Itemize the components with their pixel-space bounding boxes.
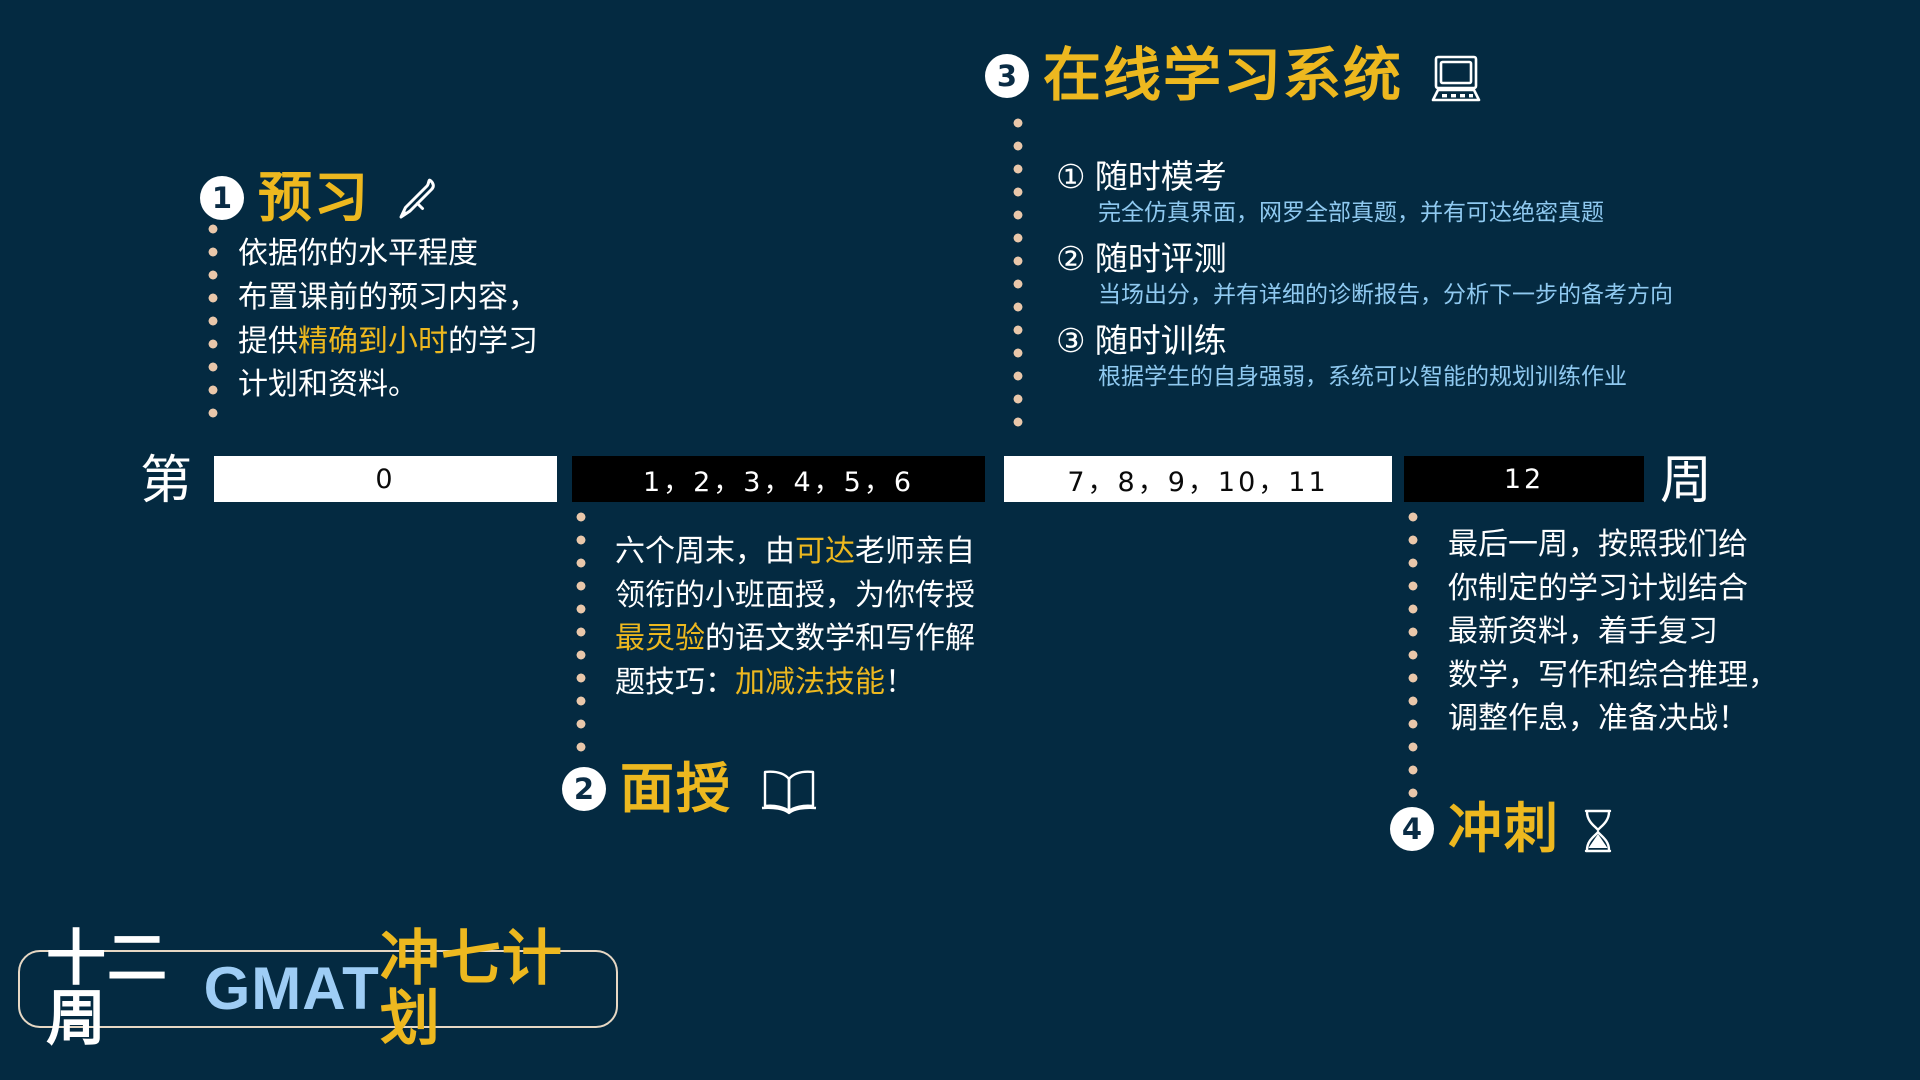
section-4-header: 4 冲刺 bbox=[1390, 800, 1620, 858]
section-4-line-4: 数学，写作和综合推理， bbox=[1448, 658, 1778, 692]
section-4-line-1: 最后一周，按照我们给 bbox=[1448, 528, 1748, 561]
section-2-title: 面授 bbox=[620, 759, 732, 819]
sub-item-3: ③ 随时训练 根据学生的自身强弱，系统可以智能的规划训练作业 bbox=[1056, 320, 1673, 392]
section-2-line-4: 题技巧：加减法技能！ bbox=[615, 665, 915, 699]
timeline-cell-3[interactable]: 12 bbox=[1404, 456, 1644, 502]
timeline-cell-2[interactable]: 7，8，9，10，11 bbox=[1004, 456, 1392, 502]
section-2-number: 2 bbox=[562, 767, 606, 811]
timeline-cell-0[interactable]: 0 bbox=[214, 456, 557, 502]
laptop-icon bbox=[1425, 52, 1487, 106]
section-1-line-4: 计划和资料。 bbox=[238, 368, 418, 402]
banner-part-3: 冲七计划 bbox=[379, 925, 563, 1052]
section-2-rail bbox=[576, 512, 586, 762]
sub-item-3-title: ③ 随时训练 bbox=[1056, 320, 1673, 362]
sub-item-2-title: ② 随时评测 bbox=[1056, 238, 1673, 280]
section-1-line-3: 提供精确到小时的学习 bbox=[238, 324, 538, 358]
sub-item-1-desc: 完全仿真界面，网罗全部真题，并有可达绝密真题 bbox=[1098, 199, 1604, 226]
section-2-body: 六个周末，由可达老师亲自 领衔的小班面授，为你传授 最灵验的语文数学和写作解 题… bbox=[615, 530, 975, 704]
sub-item-3-desc: 根据学生的自身强弱，系统可以智能的规划训练作业 bbox=[1098, 363, 1627, 390]
banner-part-2: GMAT bbox=[203, 955, 380, 1022]
open-book-icon bbox=[758, 766, 820, 818]
timeline-prefix: 第 bbox=[140, 452, 193, 510]
sub-item-2-desc: 当场出分，并有详细的诊断报告，分析下一步的备考方向 bbox=[1098, 281, 1673, 308]
section-1-body: 依据你的水平程度 布置课前的预习内容， 提供精确到小时的学习 计划和资料。 bbox=[238, 232, 538, 407]
section-4-number: 4 bbox=[1390, 807, 1434, 851]
sub-item-1-name: 随时模考 bbox=[1094, 158, 1227, 195]
sub-item-1: ① 随时模考 完全仿真界面，网罗全部真题，并有可达绝密真题 bbox=[1056, 156, 1673, 228]
section-1-number: 1 bbox=[200, 176, 244, 220]
section-1-line-2: 布置课前的预习内容， bbox=[238, 280, 538, 314]
timeline-cell-1[interactable]: 1，2，3，4，5，6 bbox=[572, 456, 985, 502]
section-4-rail bbox=[1408, 512, 1418, 807]
hourglass-icon bbox=[1576, 804, 1620, 858]
sub-item-2-name: 随时评测 bbox=[1094, 240, 1227, 278]
section-2-header: 2 面授 bbox=[562, 760, 820, 818]
section-2-line-2: 领衔的小班面授，为你传授 bbox=[615, 578, 975, 612]
sub-item-2-marker: ② bbox=[1056, 240, 1086, 278]
section-4-line-2: 你制定的学习计划结合 bbox=[1448, 571, 1748, 605]
section-4-body: 最后一周，按照我们给 你制定的学习计划结合 最新资料，着手复习 数学，写作和综合… bbox=[1448, 523, 1778, 741]
section-3-rail bbox=[1013, 118, 1023, 436]
sub-item-1-marker: ① bbox=[1056, 158, 1086, 195]
section-1-header: 1 预习 bbox=[200, 168, 442, 228]
section-4-title: 冲刺 bbox=[1448, 799, 1560, 859]
banner-part-1: 十二周 bbox=[46, 925, 168, 1052]
pen-icon bbox=[386, 172, 442, 228]
section-2-line-1: 六个周末，由可达老师亲自 bbox=[615, 535, 975, 568]
sub-item-3-marker: ③ bbox=[1056, 322, 1086, 360]
section-3-title: 在线学习系统 bbox=[1043, 43, 1404, 108]
section-4-line-5: 调整作息，准备决战！ bbox=[1448, 702, 1748, 735]
sub-item-3-name: 随时训练 bbox=[1094, 322, 1227, 360]
section-1-rail bbox=[208, 224, 218, 424]
section-4-line-3: 最新资料，着手复习 bbox=[1448, 615, 1718, 648]
section-1-title: 预习 bbox=[258, 168, 370, 228]
sub-item-2: ② 随时评测 当场出分，并有详细的诊断报告，分析下一步的备考方向 bbox=[1056, 238, 1673, 310]
sub-item-1-title: ① 随时模考 bbox=[1056, 156, 1673, 198]
section-3-number: 3 bbox=[985, 54, 1029, 98]
section-1-line-1: 依据你的水平程度 bbox=[238, 237, 478, 270]
section-2-line-3: 最灵验的语文数学和写作解 bbox=[615, 622, 975, 655]
timeline-suffix: 周 bbox=[1660, 452, 1713, 510]
section-3-header: 3 在线学习系统 bbox=[985, 46, 1487, 106]
section-3-body: ① 随时模考 完全仿真界面，网罗全部真题，并有可达绝密真题 ② 随时评测 当场出… bbox=[1056, 156, 1673, 394]
